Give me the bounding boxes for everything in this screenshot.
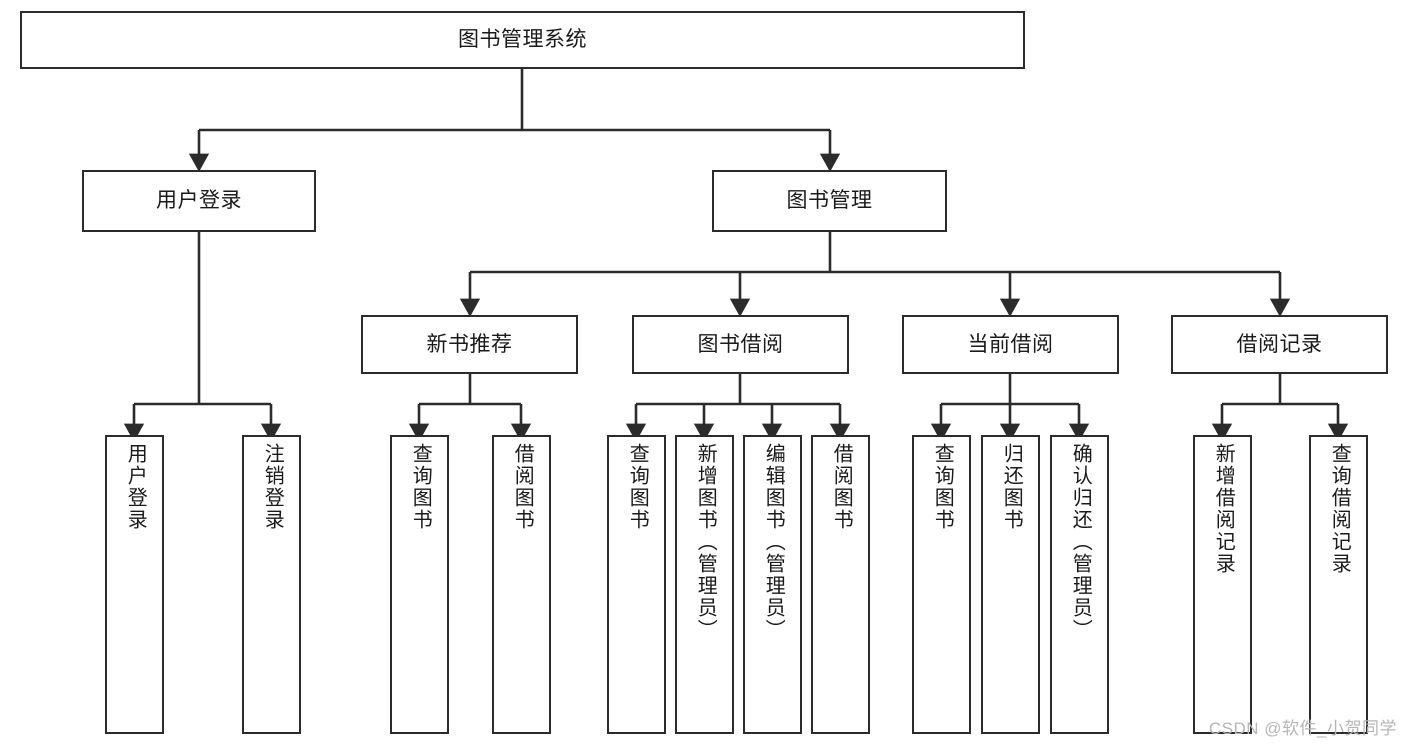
node-borrow-record[interactable]: 借阅记录 (1171, 315, 1388, 374)
node-label: 新增图书（管理员） (694, 443, 717, 641)
leaf-current-return-book[interactable]: 归还图书 (981, 435, 1040, 734)
node-label: 新书推荐 (426, 332, 513, 356)
leaf-user-logout[interactable]: 注销登录 (242, 435, 301, 734)
node-label: 借阅图书 (511, 443, 534, 531)
node-label: 用户登录 (124, 443, 147, 531)
leaf-current-query-book[interactable]: 查询图书 (912, 435, 971, 734)
node-label: 注销登录 (261, 443, 284, 531)
node-label: 查询图书 (626, 443, 649, 531)
node-current-borrow[interactable]: 当前借阅 (902, 315, 1119, 374)
node-label: 确认归还（管理员） (1069, 443, 1092, 641)
node-label: 编辑图书（管理员） (762, 443, 785, 641)
node-root-book-management-system[interactable]: 图书管理系统 (20, 11, 1025, 69)
node-label: 当前借阅 (967, 332, 1054, 356)
leaf-new-book-borrow[interactable]: 借阅图书 (492, 435, 551, 734)
node-label: 借阅记录 (1236, 332, 1323, 356)
node-new-book-recommend[interactable]: 新书推荐 (361, 315, 578, 374)
leaf-borrow-query-book[interactable]: 查询图书 (607, 435, 666, 734)
node-label: 借阅图书 (830, 443, 853, 531)
watermark: CSDN @软件_小贺同学 (1208, 719, 1397, 738)
leaf-current-confirm-return-admin[interactable]: 确认归还（管理员） (1050, 435, 1109, 734)
node-user-login[interactable]: 用户登录 (82, 170, 316, 232)
node-label: 图书管理系统 (458, 28, 587, 52)
node-label: 新增借阅记录 (1212, 443, 1235, 575)
node-label: 查询图书 (409, 443, 432, 531)
node-book-borrow[interactable]: 图书借阅 (632, 315, 849, 374)
node-label: 用户登录 (156, 189, 242, 213)
leaf-borrow-add-book-admin[interactable]: 新增图书（管理员） (675, 435, 734, 734)
node-label: 查询图书 (931, 443, 954, 531)
node-label: 图书借阅 (697, 332, 784, 356)
leaf-user-login[interactable]: 用户登录 (105, 435, 164, 734)
node-label: 图书管理 (786, 189, 873, 213)
leaf-record-query[interactable]: 查询借阅记录 (1309, 435, 1368, 734)
node-label: 归还图书 (1000, 443, 1023, 531)
leaf-borrow-borrow-book[interactable]: 借阅图书 (811, 435, 870, 734)
leaf-record-add[interactable]: 新增借阅记录 (1193, 435, 1252, 734)
leaf-borrow-edit-book-admin[interactable]: 编辑图书（管理员） (743, 435, 802, 734)
leaf-new-book-query[interactable]: 查询图书 (390, 435, 449, 734)
node-label: 查询借阅记录 (1328, 443, 1351, 575)
node-book-management[interactable]: 图书管理 (712, 170, 947, 232)
